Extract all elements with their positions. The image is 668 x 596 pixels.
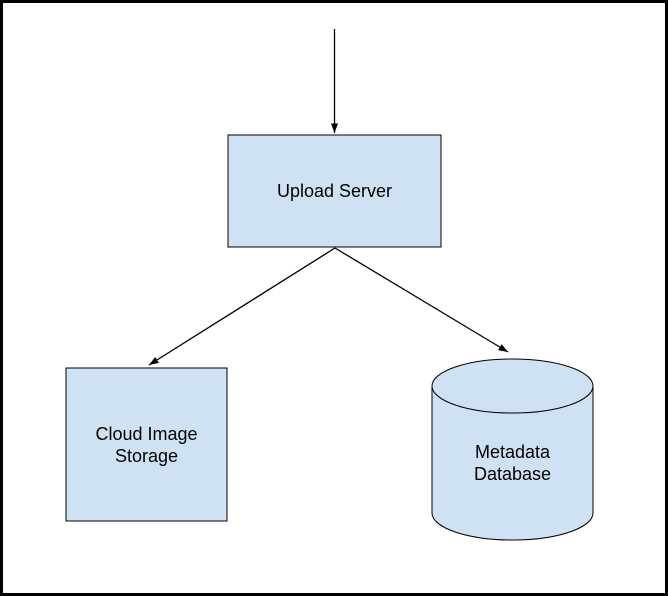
metadata-database-node bbox=[431, 358, 594, 541]
upload-server-node bbox=[227, 134, 442, 248]
connector-upload-server-to-cloud-storage bbox=[148, 247, 336, 366]
connector-upload-server-to-metadata-database bbox=[334, 247, 509, 353]
cloud-storage-node bbox=[65, 367, 228, 522]
database-cylinder-top bbox=[431, 358, 594, 414]
database-cylinder-body bbox=[431, 386, 594, 541]
